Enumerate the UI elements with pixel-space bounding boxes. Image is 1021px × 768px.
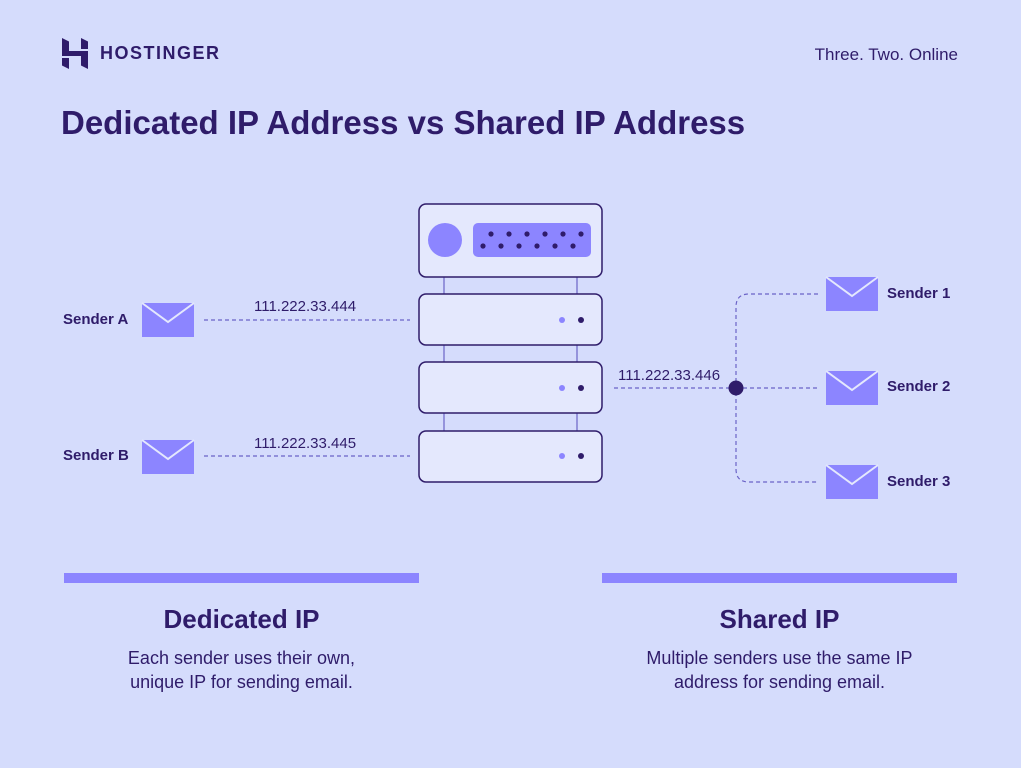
- shared-junction-node: [728, 380, 744, 396]
- dedicated-description: Each sender uses their own, unique IP fo…: [44, 646, 439, 694]
- dedicated-accent-bar: [64, 573, 419, 583]
- hostinger-logo-icon: [62, 38, 88, 69]
- server-unit-3: [418, 430, 603, 483]
- sender-b-label: Sender B: [63, 447, 129, 464]
- server-power-circle: [428, 223, 462, 257]
- ip-sender-a: 111.222.33.444: [254, 298, 357, 315]
- server-unit-1: [418, 293, 603, 346]
- dedicated-desc-line-1: Each sender uses their own,: [127, 648, 356, 668]
- envelope-icon: [141, 439, 195, 474]
- sender-1-label: Sender 1: [887, 285, 951, 302]
- sender-a-label: Sender A: [63, 311, 129, 328]
- shared-description: Multiple senders use the same IP address…: [582, 646, 977, 694]
- dedicated-title: Dedicated IP: [163, 604, 320, 634]
- sender-3-label: Sender 3: [887, 473, 951, 490]
- server-vent-dots: [480, 231, 584, 249]
- envelope-icon: [825, 370, 879, 405]
- shared-accent-bar: [602, 573, 957, 583]
- server-rack-icon: [418, 203, 603, 483]
- brand-name: HOSTINGER: [100, 43, 221, 63]
- shared-connection-lines: [614, 293, 818, 483]
- ip-shared: 111.222.33.446: [618, 367, 721, 384]
- envelope-icon: [141, 302, 195, 337]
- page-title: Dedicated IP Address vs Shared IP Addres…: [61, 104, 746, 141]
- tagline: Three. Two. Online: [814, 45, 958, 64]
- shared-desc-line-2: address for sending email.: [673, 672, 886, 692]
- server-vent-panel: [473, 223, 591, 257]
- sender-2-label: Sender 2: [887, 378, 951, 395]
- envelope-icon: [825, 276, 879, 311]
- ip-sender-b: 111.222.33.445: [254, 435, 357, 452]
- server-unit-2: [418, 361, 603, 414]
- dedicated-desc-line-2: unique IP for sending email.: [130, 672, 353, 692]
- dedicated-connection-lines: [204, 319, 410, 457]
- brand: HOSTINGER: [62, 38, 221, 69]
- shared-title: Shared IP: [719, 604, 840, 634]
- shared-desc-line-1: Multiple senders use the same IP: [646, 648, 913, 668]
- envelope-icon: [825, 464, 879, 499]
